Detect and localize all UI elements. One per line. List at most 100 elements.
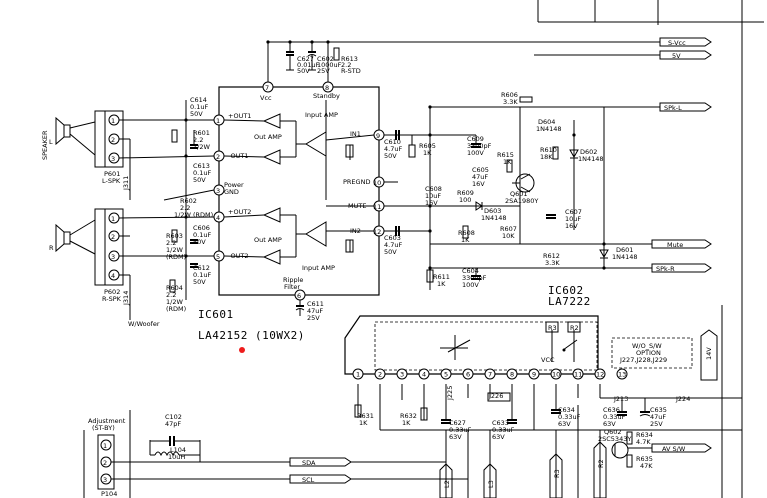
adjust-section: 1 2 3 bbox=[83, 410, 468, 498]
svg-text:4: 4 bbox=[111, 272, 115, 280]
bus-14v bbox=[700, 329, 718, 381]
bus-spkl: SPk-L bbox=[430, 102, 712, 112]
ic602-pin-number: 6 bbox=[466, 371, 470, 379]
ic602-pin bbox=[594, 368, 606, 380]
svg-text:Out AMP: Out AMP bbox=[254, 236, 282, 244]
svg-text:R2: R2 bbox=[597, 459, 605, 468]
svg-text:L2: L2 bbox=[443, 480, 451, 488]
ic602-pin-number: 9 bbox=[532, 371, 536, 379]
ic602-pin-number: 2 bbox=[378, 371, 382, 379]
label-l: L bbox=[49, 138, 53, 146]
svg-text:9: 9 bbox=[376, 132, 380, 140]
signal-section bbox=[384, 96, 609, 290]
ic602-periphery bbox=[354, 384, 742, 498]
bus-label-mute: Mute bbox=[667, 241, 683, 249]
label-j314: J314 bbox=[122, 291, 130, 306]
ic601: 7 8 1 2 3 4 5 6 9 10 11 12 Vcc Standby +… bbox=[213, 81, 385, 301]
ic602-pin bbox=[374, 368, 386, 380]
ic602-pin-number: 7 bbox=[488, 371, 492, 379]
svg-text:IN1: IN1 bbox=[350, 130, 361, 138]
svg-text:GND: GND bbox=[224, 188, 239, 196]
bus-label-scl: SCL bbox=[302, 476, 315, 484]
ic602-pin bbox=[440, 368, 452, 380]
right-rails bbox=[537, 0, 764, 498]
svg-text:Ripple: Ripple bbox=[283, 276, 303, 284]
svg-text:L3: L3 bbox=[487, 480, 495, 488]
svg-text:Out AMP: Out AMP bbox=[254, 133, 282, 141]
label-speaker: SPEAKER bbox=[41, 130, 49, 160]
bus-5v: 5V bbox=[534, 50, 712, 60]
svg-text:6: 6 bbox=[297, 292, 301, 300]
label-j226: J226 bbox=[488, 392, 503, 400]
ic601-part: LA42152 (10WX2) bbox=[198, 329, 305, 342]
label-j311: J311 bbox=[122, 176, 130, 191]
ic602-pin bbox=[396, 368, 408, 380]
label-j225: J225 bbox=[446, 386, 454, 401]
svg-text:7: 7 bbox=[265, 84, 269, 92]
svg-text:R2: R2 bbox=[570, 324, 579, 332]
ic602-pin-number: 3 bbox=[400, 371, 404, 379]
svg-text:R3: R3 bbox=[553, 469, 561, 478]
bus-label-spkr: SPk-R bbox=[656, 265, 675, 273]
svg-text:2: 2 bbox=[111, 136, 115, 144]
bottom-flags bbox=[439, 441, 607, 498]
bus-mute: Mute bbox=[430, 239, 712, 249]
svg-text:2: 2 bbox=[103, 459, 107, 467]
label-r: R bbox=[49, 244, 54, 252]
ic602-pin-number: 12 bbox=[596, 371, 604, 379]
svg-text:3: 3 bbox=[111, 155, 115, 163]
ic602-pin bbox=[418, 368, 430, 380]
ic602-pin bbox=[528, 368, 540, 380]
option-box bbox=[611, 337, 693, 369]
bus-label-spkl: SPk-L bbox=[664, 104, 682, 112]
ic602-pin bbox=[572, 368, 584, 380]
ic602-part: LA7222 bbox=[548, 295, 591, 308]
ic602-pin-number: 10 bbox=[552, 371, 560, 379]
svg-text:+OUT1: +OUT1 bbox=[228, 112, 251, 120]
svg-text:+OUT2: +OUT2 bbox=[228, 208, 251, 216]
bus-label-avsw: AV S/W bbox=[662, 445, 686, 453]
svg-text:VCC: VCC bbox=[541, 356, 555, 364]
bus-avsw bbox=[636, 443, 712, 453]
svg-text:Input AMP: Input AMP bbox=[305, 111, 338, 119]
ic602-pin-number: 1 bbox=[356, 371, 360, 379]
ic602-pin bbox=[352, 368, 364, 380]
label-j224: J224 bbox=[675, 395, 690, 403]
svg-text:12: 12 bbox=[373, 228, 381, 236]
ic601-standby-label: Standby bbox=[313, 92, 340, 100]
svg-text:Input AMP: Input AMP bbox=[302, 264, 335, 272]
